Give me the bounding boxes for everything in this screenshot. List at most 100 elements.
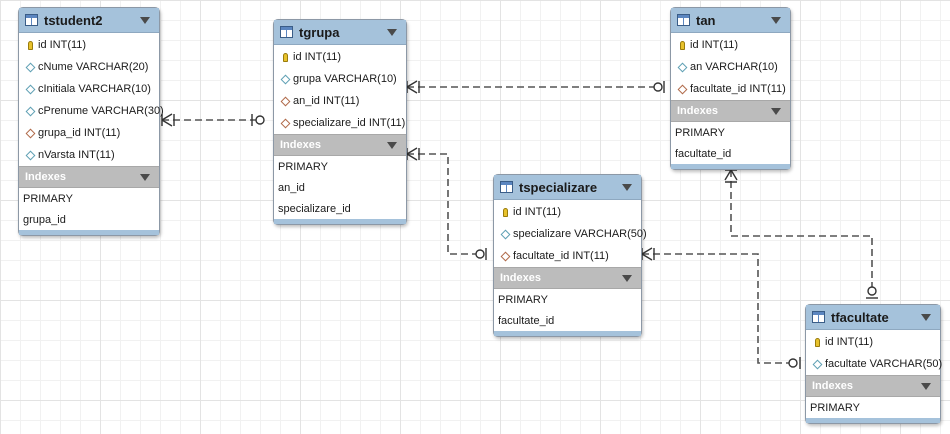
index-row[interactable]: an_id [278,181,305,194]
table-tgrupa[interactable]: tgrupa id INT(11) grupa VARCHAR(10) an_i… [273,19,407,225]
column-diamond-icon [24,152,36,159]
column-row[interactable]: nVarsta INT(11) [19,144,159,166]
index-row[interactable]: PRIMARY [23,192,73,205]
indexes-header[interactable]: Indexes [274,134,406,156]
indexes-label: Indexes [25,171,66,183]
table-footer [494,331,641,336]
index-row[interactable]: PRIMARY [278,160,328,173]
primary-key-icon [676,41,688,50]
index-row[interactable]: PRIMARY [675,126,725,139]
column-row[interactable]: facultate VARCHAR(50) [806,353,943,375]
optional-circle [867,286,877,296]
indexes-header[interactable]: Indexes [806,375,940,397]
column-label: cPrenume VARCHAR(30) [38,105,164,117]
crowfoot-mark [161,113,175,127]
index-row[interactable]: specializare_id [278,202,351,215]
column-row[interactable]: grupa_id INT(11) [19,122,159,144]
link-tspecializare-tfacultate [642,253,789,364]
column-label: nVarsta INT(11) [38,149,115,161]
crowfoot-mark [724,169,738,183]
crowfoot-mark [406,147,420,161]
table-footer [806,418,940,423]
table-header[interactable]: tstudent2 [19,8,159,33]
table-footer [19,230,159,235]
column-diamond-icon [499,231,511,238]
column-row[interactable]: id INT(11) [274,46,406,68]
column-label: facultate VARCHAR(50) [825,358,943,370]
collapse-arrow-icon[interactable] [771,107,781,115]
column-row[interactable]: specializare_id INT(11) [274,112,406,134]
foreign-key-icon [24,130,36,137]
column-row[interactable]: cInitiala VARCHAR(10) [19,78,159,100]
primary-key-icon [24,41,36,50]
column-label: facultate_id INT(11) [690,83,786,95]
column-row[interactable]: an VARCHAR(10) [671,56,790,78]
table-header[interactable]: tfacultate [806,305,940,330]
foreign-key-icon [499,253,511,260]
collapse-arrow-icon[interactable] [622,183,632,191]
indexes-header[interactable]: Indexes [19,166,159,188]
index-row[interactable]: PRIMARY [498,293,548,306]
collapse-arrow-icon[interactable] [387,28,397,36]
table-tfacultate[interactable]: tfacultate id INT(11) facultate VARCHAR(… [805,304,943,424]
collapse-arrow-icon[interactable] [771,16,781,24]
column-row[interactable]: facultate_id INT(11) [671,78,790,100]
column-row[interactable]: cNume VARCHAR(20) [19,56,159,78]
column-diamond-icon [811,361,823,368]
column-row[interactable]: id INT(11) [19,34,159,56]
indexes-header[interactable]: Indexes [671,100,790,122]
column-label: id INT(11) [825,336,874,348]
table-name: tstudent2 [44,12,103,28]
collapse-arrow-icon[interactable] [140,173,150,181]
table-tstudent2[interactable]: tstudent2 id INT(11) cNume VARCHAR(20) c… [18,7,164,236]
indexes-label: Indexes [677,105,718,117]
column-row[interactable]: facultate_id INT(11) [494,245,641,267]
crowfoot-mark [641,247,655,261]
column-label: cInitiala VARCHAR(10) [38,83,151,95]
column-row[interactable]: grupa VARCHAR(10) [274,68,406,90]
column-label: grupa VARCHAR(10) [293,73,397,85]
column-row[interactable]: id INT(11) [671,34,790,56]
indexes-header[interactable]: Indexes [494,267,641,289]
table-tan[interactable]: tan id INT(11) an VARCHAR(10) facultate_… [670,7,791,170]
table-icon [812,311,825,323]
column-label: id INT(11) [293,51,342,63]
collapse-arrow-icon[interactable] [921,382,931,390]
table-name: tfacultate [831,309,889,325]
optional-circle [653,82,663,92]
column-row[interactable]: id INT(11) [494,201,641,223]
column-diamond-icon [24,108,36,115]
indexes-label: Indexes [280,139,321,151]
index-row[interactable]: PRIMARY [810,401,860,414]
table-header[interactable]: tan [671,8,790,33]
column-label: cNume VARCHAR(20) [38,61,149,73]
table-header[interactable]: tgrupa [274,20,406,45]
column-row[interactable]: an_id INT(11) [274,90,406,112]
crowfoot-mark [406,80,420,94]
column-row[interactable]: id INT(11) [806,331,940,353]
primary-key-icon [499,208,511,217]
column-label: id INT(11) [513,206,562,218]
table-icon [677,14,690,26]
index-row[interactable]: facultate_id [675,147,732,160]
column-label: id INT(11) [690,39,739,51]
optional-circle [255,115,265,125]
column-row[interactable]: cPrenume VARCHAR(30) [19,100,164,122]
collapse-arrow-icon[interactable] [622,274,632,282]
table-header[interactable]: tspecializare [494,175,641,200]
table-name: tgrupa [299,24,340,40]
index-row[interactable]: grupa_id [23,213,66,226]
column-diamond-icon [24,86,36,93]
table-tspecializare[interactable]: tspecializare id INT(11) specializare VA… [493,174,647,337]
column-label: an VARCHAR(10) [690,61,778,73]
table-icon [280,26,293,38]
column-label: grupa_id INT(11) [38,127,121,139]
collapse-arrow-icon[interactable] [140,16,150,24]
table-footer [274,219,406,224]
collapse-arrow-icon[interactable] [387,141,397,149]
table-footer [671,164,790,169]
index-row[interactable]: facultate_id [498,314,555,327]
collapse-arrow-icon[interactable] [921,313,931,321]
column-row[interactable]: specializare VARCHAR(50) [494,223,647,245]
